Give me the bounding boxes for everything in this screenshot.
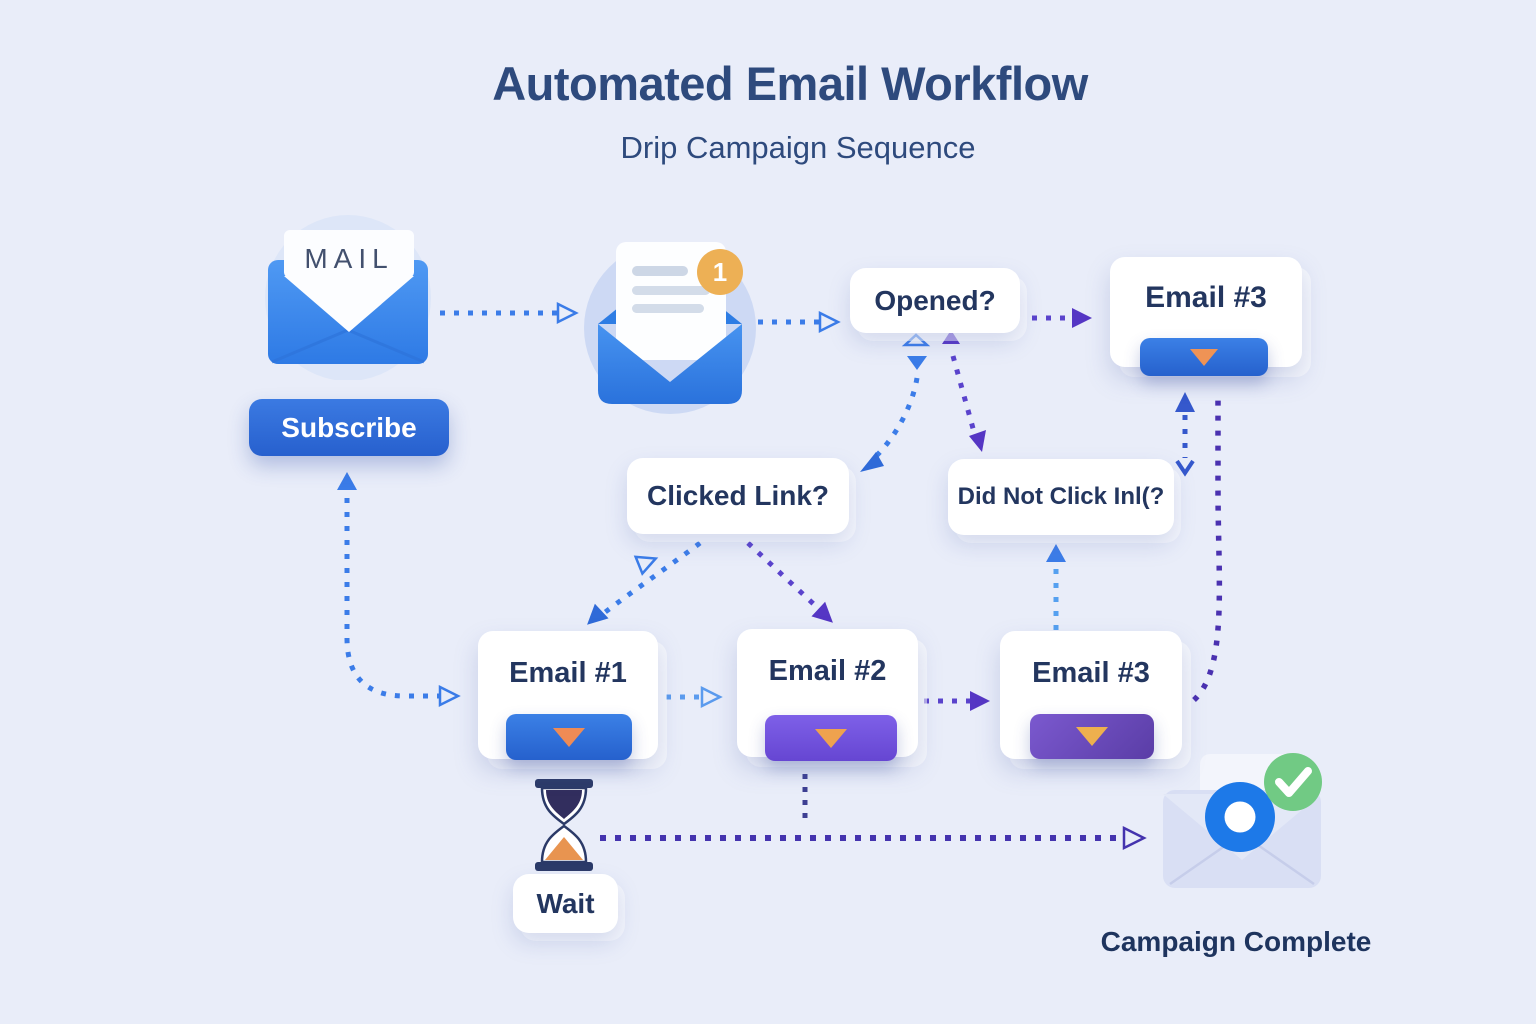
page-title: Automated Email Workflow	[492, 57, 1088, 110]
connector-clicked-link-to-email2	[746, 541, 833, 623]
subscribe-label: Subscribe	[281, 411, 417, 443]
dropdown-triangle-icon	[1076, 727, 1108, 746]
mail-text: MAIL	[304, 243, 393, 274]
complete-envelope-icon	[1163, 753, 1322, 888]
page-subtitle: Drip Campaign Sequence	[620, 130, 976, 165]
dropdown-triangle-icon	[815, 728, 847, 748]
connector-email3-loop	[1192, 398, 1223, 702]
closed-envelope-icon: MAIL	[265, 215, 431, 380]
dropdown-triangle-icon	[1190, 348, 1218, 366]
did-not-click-label: Did Not Click Inl(?	[957, 483, 1165, 510]
hourglass-icon	[535, 779, 593, 871]
campaign-complete-label: Campaign Complete	[1100, 926, 1372, 957]
connector-opened-to-email3-top	[1032, 308, 1092, 328]
check-icon	[1264, 753, 1322, 811]
connector-email2-to-email3	[924, 691, 990, 711]
notification-badge-icon: 1	[697, 249, 743, 295]
open-envelope-icon: 1	[584, 242, 756, 414]
connector-did-not-click-to-email3-top	[1175, 392, 1195, 477]
email2-send-button[interactable]	[765, 715, 897, 761]
email3-label: Email #3	[1032, 657, 1150, 689]
node-wait[interactable]: Wait	[513, 874, 618, 933]
email2-label: Email #2	[768, 655, 887, 687]
connector-opened-to-did-not-click	[942, 330, 986, 452]
connector-opened-to-clicked-link	[860, 333, 931, 472]
email3-top-label: Email #3	[1145, 281, 1267, 314]
subscribe-button[interactable]: Subscribe	[249, 399, 449, 456]
email3-top-send-button[interactable]	[1140, 338, 1268, 376]
connector-clicked-link-to-email1	[587, 540, 702, 625]
node-did-not-click[interactable]: Did Not Click Inl(?	[948, 459, 1174, 535]
clicked-link-label: Clicked Link?	[646, 480, 830, 511]
connector-mail-to-inbox	[440, 301, 579, 325]
connector-email1-to-subscribe	[337, 472, 461, 708]
connector-inbox-to-opened	[758, 310, 841, 334]
badge-count: 1	[713, 257, 727, 287]
opened-label: Opened?	[874, 284, 996, 316]
connector-email1-to-email2	[666, 685, 723, 709]
email1-label: Email #1	[509, 657, 627, 689]
email3-send-button[interactable]	[1030, 714, 1154, 759]
connector-wait-to-complete	[600, 825, 1147, 851]
node-opened[interactable]: Opened?	[850, 268, 1020, 333]
dropdown-triangle-icon	[553, 727, 585, 747]
connector-email3-to-did-not-click	[1046, 544, 1066, 630]
wait-label: Wait	[536, 887, 595, 919]
node-clicked-link[interactable]: Clicked Link?	[627, 458, 849, 534]
email1-send-button[interactable]	[506, 714, 632, 760]
